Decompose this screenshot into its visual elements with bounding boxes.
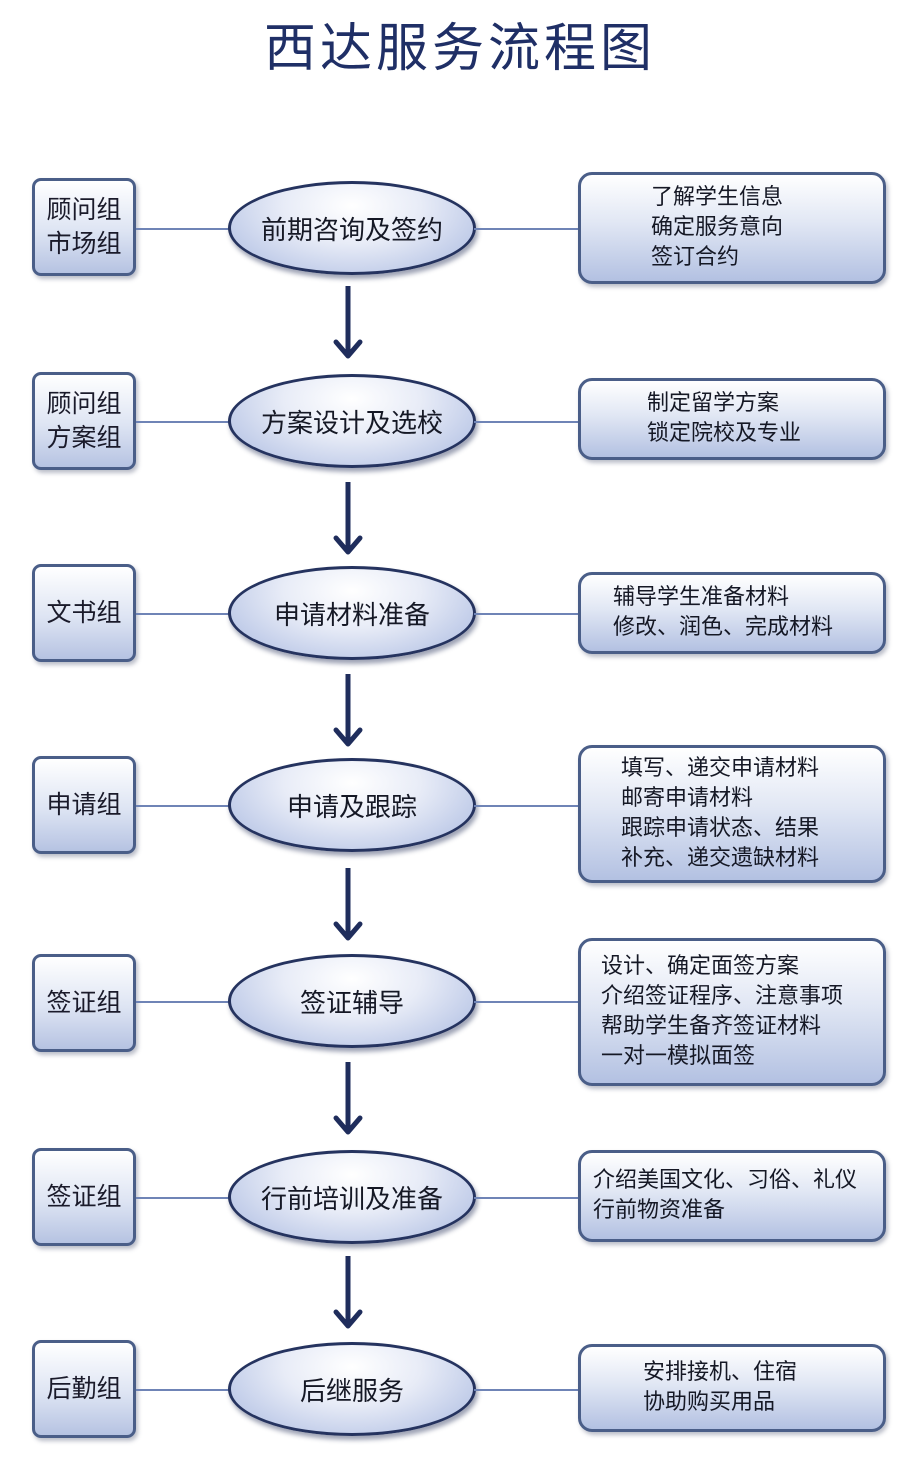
connector-right-3 xyxy=(474,613,580,615)
team-label: 方案组 xyxy=(46,423,122,452)
step-oval-2: 方案设计及选校 xyxy=(228,374,476,468)
detail-item: 介绍美国文化、习俗、礼仪 xyxy=(593,1168,858,1193)
down-arrow-icon xyxy=(333,1062,363,1135)
detail-item: 一对一模拟面签 xyxy=(601,1044,756,1069)
connector-left-1 xyxy=(136,228,230,230)
team-box-7: 后勤组 xyxy=(32,1340,136,1438)
step-oval-3: 申请材料准备 xyxy=(228,566,476,660)
detail-item: 确定服务意向 xyxy=(651,215,784,240)
step-label: 签证辅导 xyxy=(299,988,404,1019)
step-oval-4: 申请及跟踪 xyxy=(228,758,476,852)
connector-right-6 xyxy=(474,1197,580,1199)
detail-item: 辅导学生准备材料 xyxy=(613,585,790,610)
detail-box-6: 介绍美国文化、习俗、礼仪 行前物资准备 xyxy=(578,1150,886,1242)
team-box-1: 顾问组 市场组 xyxy=(32,178,136,276)
detail-box-4: 填写、递交申请材料 邮寄申请材料 跟踪申请状态、结果 补充、递交遗缺材料 xyxy=(578,745,886,883)
connector-right-1 xyxy=(474,228,580,230)
detail-item: 协助购买用品 xyxy=(643,1390,776,1415)
team-label: 顾问组 xyxy=(46,195,122,224)
team-box-3: 文书组 xyxy=(32,564,136,662)
team-label: 签证组 xyxy=(46,988,122,1017)
step-label: 行前培训及准备 xyxy=(260,1184,443,1215)
down-arrow-icon xyxy=(333,674,363,747)
step-label: 前期咨询及签约 xyxy=(260,215,443,246)
detail-box-7: 安排接机、住宿 协助购买用品 xyxy=(578,1344,886,1432)
team-box-4: 申请组 xyxy=(32,756,136,854)
team-box-2: 顾问组 方案组 xyxy=(32,372,136,470)
down-arrow-icon xyxy=(333,286,363,359)
team-label: 市场组 xyxy=(46,229,122,258)
team-label: 签证组 xyxy=(46,1182,122,1211)
detail-item: 填写、递交申请材料 xyxy=(621,756,820,781)
detail-box-2: 制定留学方案 锁定院校及专业 xyxy=(578,378,886,460)
step-oval-1: 前期咨询及签约 xyxy=(228,181,476,275)
detail-item: 安排接机、住宿 xyxy=(643,1360,798,1385)
down-arrow-icon xyxy=(333,868,363,941)
team-label: 申请组 xyxy=(46,790,122,819)
detail-item: 行前物资准备 xyxy=(593,1198,726,1223)
step-label: 方案设计及选校 xyxy=(260,408,443,439)
step-oval-6: 行前培训及准备 xyxy=(228,1150,476,1244)
team-label: 顾问组 xyxy=(46,389,122,418)
detail-item: 邮寄申请材料 xyxy=(621,786,754,811)
detail-item: 介绍签证程序、注意事项 xyxy=(601,984,844,1009)
detail-item: 签订合约 xyxy=(651,245,740,270)
connector-right-7 xyxy=(474,1389,580,1391)
step-oval-7: 后继服务 xyxy=(228,1342,476,1436)
step-oval-5: 签证辅导 xyxy=(228,954,476,1048)
step-label: 申请材料准备 xyxy=(273,600,430,631)
connector-right-5 xyxy=(474,1001,580,1003)
team-box-5: 签证组 xyxy=(32,954,136,1052)
detail-box-1: 了解学生信息 确定服务意向 签订合约 xyxy=(578,172,886,284)
detail-item: 跟踪申请状态、结果 xyxy=(621,816,820,841)
detail-item: 设计、确定面签方案 xyxy=(601,954,800,979)
connector-left-5 xyxy=(136,1001,230,1003)
connector-left-6 xyxy=(136,1197,230,1199)
connector-right-2 xyxy=(474,421,580,423)
detail-box-3: 辅导学生准备材料 修改、润色、完成材料 xyxy=(578,572,886,654)
down-arrow-icon xyxy=(333,482,363,555)
step-label: 后继服务 xyxy=(299,1376,404,1407)
detail-item: 制定留学方案 xyxy=(647,391,780,416)
detail-item: 帮助学生备齐签证材料 xyxy=(601,1014,822,1039)
detail-box-5: 设计、确定面签方案 介绍签证程序、注意事项 帮助学生备齐签证材料 一对一模拟面签 xyxy=(578,938,886,1086)
page-title: 西达服务流程图 xyxy=(263,19,656,79)
detail-item: 补充、递交遗缺材料 xyxy=(621,846,820,871)
team-label: 文书组 xyxy=(46,598,122,627)
detail-item: 了解学生信息 xyxy=(651,185,784,210)
detail-item: 修改、润色、完成材料 xyxy=(613,615,834,640)
connector-right-4 xyxy=(474,805,580,807)
connector-left-2 xyxy=(136,421,230,423)
connector-left-4 xyxy=(136,805,230,807)
team-box-6: 签证组 xyxy=(32,1148,136,1246)
connector-left-3 xyxy=(136,613,230,615)
connector-left-7 xyxy=(136,1389,230,1391)
team-label: 后勤组 xyxy=(46,1374,122,1403)
step-label: 申请及跟踪 xyxy=(286,792,417,823)
detail-item: 锁定院校及专业 xyxy=(647,421,802,446)
down-arrow-icon xyxy=(333,1256,363,1329)
